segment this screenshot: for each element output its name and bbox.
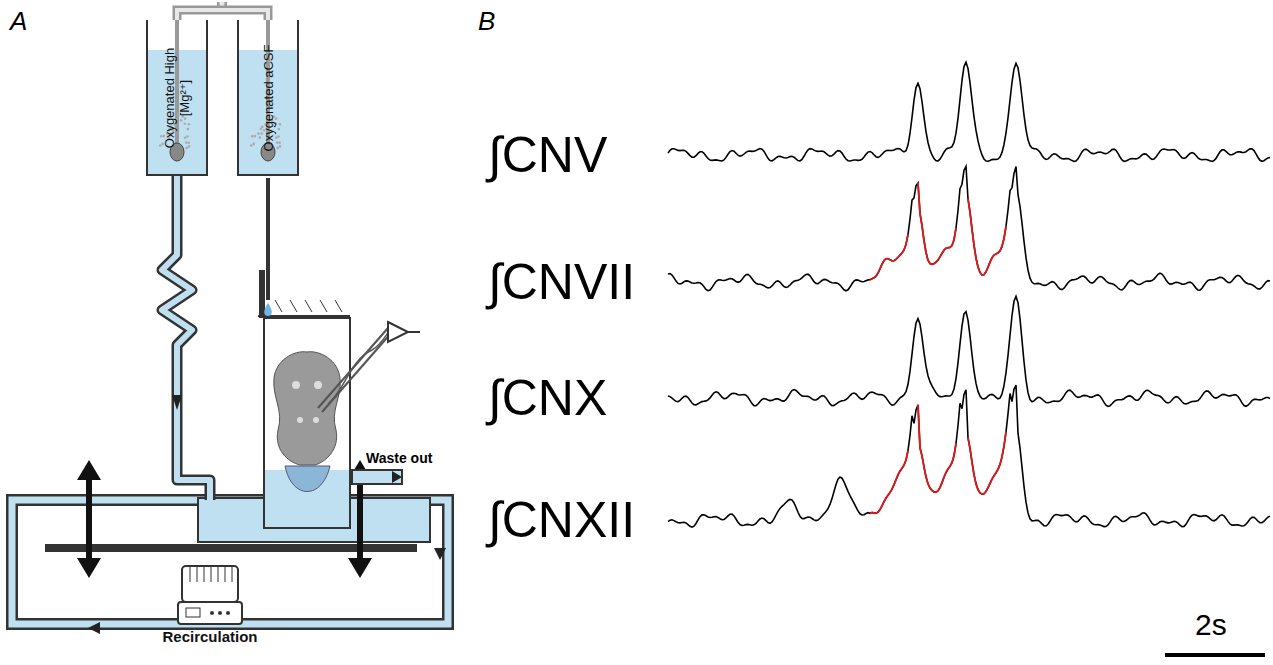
trace-ramp bbox=[918, 183, 956, 264]
electrode bbox=[318, 322, 420, 412]
pump: Recirculation bbox=[160, 556, 260, 656]
trace bbox=[668, 62, 1270, 161]
trace-ramp bbox=[968, 432, 1006, 494]
trace-label: ∫CNVII bbox=[488, 253, 635, 311]
trace bbox=[668, 385, 1270, 527]
gas-tube bbox=[177, 10, 268, 20]
scale-label: 2s bbox=[1195, 608, 1227, 642]
panel-letter: B bbox=[478, 6, 495, 37]
device-label: Recirculation bbox=[162, 628, 257, 645]
nerve-traces bbox=[668, 62, 1270, 527]
bath bbox=[45, 460, 430, 578]
trace-label: ∫CNXII bbox=[488, 491, 635, 549]
trace bbox=[668, 166, 1270, 290]
inflow-tube bbox=[162, 172, 210, 500]
trace-ramp bbox=[870, 451, 908, 514]
reservoir-label: Oxygenated aCSF bbox=[261, 32, 276, 164]
trace-ramp bbox=[918, 405, 956, 492]
trace bbox=[668, 296, 1270, 406]
trace-label: ∫CNV bbox=[488, 126, 607, 184]
gas-tube-core bbox=[177, 10, 268, 20]
panel-letter: A bbox=[10, 6, 27, 37]
trace-ramp bbox=[968, 199, 1006, 275]
reservoir-label: Oxygenated High [Mg²⁺] bbox=[162, 32, 192, 164]
reservoir: Oxygenated High [Mg²⁺] bbox=[146, 20, 208, 176]
trace-ramp bbox=[870, 234, 908, 279]
trace-label: ∫CNX bbox=[488, 369, 607, 427]
recording-chamber bbox=[258, 178, 402, 528]
scale-bar bbox=[1165, 653, 1265, 657]
reservoir: Oxygenated aCSF bbox=[237, 20, 299, 176]
outlet-label: Waste out bbox=[366, 450, 432, 466]
